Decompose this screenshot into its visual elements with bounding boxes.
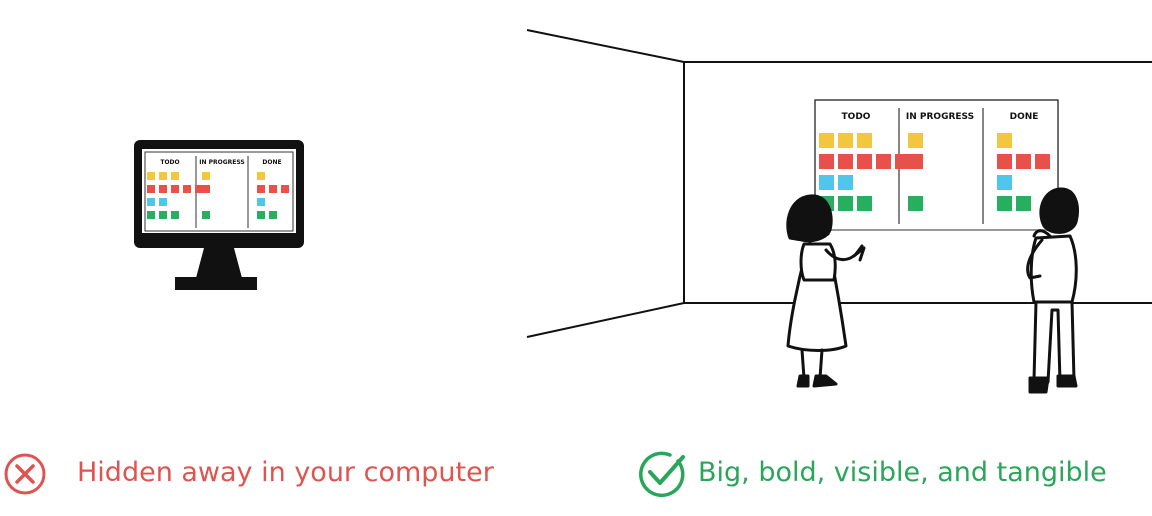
person-left-shoe bbox=[796, 374, 810, 388]
monitor-sticky-note-red bbox=[269, 185, 277, 193]
room bbox=[526, 29, 1152, 338]
monitor-notes bbox=[147, 172, 289, 219]
board-sticky-note-green bbox=[857, 196, 872, 211]
monitor-sticky-note-green bbox=[202, 211, 210, 219]
monitor-col-header-in-progress: IN PROGRESS bbox=[199, 159, 244, 166]
monitor-sticky-note-yellow bbox=[171, 172, 179, 180]
monitor-sticky-note-red bbox=[281, 185, 289, 193]
board-sticky-note-red bbox=[895, 154, 910, 169]
board-sticky-note-blue bbox=[819, 175, 834, 190]
monitor-sticky-note-yellow bbox=[202, 172, 210, 180]
person-right-shoe bbox=[1056, 374, 1078, 388]
person-left-hair bbox=[786, 194, 833, 243]
board-sticky-note-blue bbox=[838, 175, 853, 190]
monitor-sticky-note-green bbox=[159, 211, 167, 219]
person-left-leg bbox=[818, 348, 824, 380]
caption-positive: Big, bold, visible, and tangible bbox=[698, 457, 1107, 488]
board-sticky-note-yellow bbox=[997, 133, 1012, 148]
monitor-sticky-note-green bbox=[147, 211, 155, 219]
person-left-leg bbox=[800, 348, 806, 380]
x-circle-icon bbox=[4, 453, 46, 495]
person-right-legs bbox=[1032, 300, 1076, 384]
person-left-arm-up bbox=[808, 229, 830, 244]
monitor-sticky-note-green bbox=[257, 211, 265, 219]
monitor-board-outline bbox=[144, 151, 294, 232]
board-sticky-note-blue bbox=[997, 175, 1012, 190]
room-floor-edge bbox=[526, 302, 685, 338]
person-left-shoe bbox=[812, 374, 838, 388]
monitor-col-header-todo: TODO bbox=[160, 159, 179, 166]
person-left-hand bbox=[852, 246, 866, 262]
monitor-sticky-note-green bbox=[171, 211, 179, 219]
person-right-arm-raised bbox=[1032, 229, 1052, 238]
board-col-header-todo: TODO bbox=[842, 112, 871, 122]
monitor-col-header-done: DONE bbox=[262, 159, 281, 166]
board-sticky-note-green bbox=[838, 196, 853, 211]
board-sticky-note-red bbox=[819, 154, 834, 169]
board-sticky-note-red bbox=[857, 154, 872, 169]
monitor-sticky-note-blue bbox=[159, 198, 167, 206]
monitor-sticky-note-red bbox=[171, 185, 179, 193]
board-col-header-in-progress: IN PROGRESS bbox=[906, 112, 974, 122]
monitor-sticky-note-red bbox=[195, 185, 203, 193]
monitor-base bbox=[175, 277, 257, 290]
check-circle-icon bbox=[639, 451, 685, 497]
monitor-sticky-note-blue bbox=[147, 198, 155, 206]
monitor-sticky-note-green bbox=[269, 211, 277, 219]
board-sticky-note-yellow bbox=[908, 133, 923, 148]
monitor-sticky-note-yellow bbox=[147, 172, 155, 180]
room-ceiling-edge bbox=[526, 29, 685, 63]
person-right-shoe bbox=[1028, 376, 1050, 394]
board-sticky-note-yellow bbox=[857, 133, 872, 148]
monitor-sticky-note-yellow bbox=[159, 172, 167, 180]
computer-monitor: TODO IN PROGRESS DONE bbox=[134, 140, 304, 290]
board-sticky-note-red bbox=[838, 154, 853, 169]
board-sticky-note-green bbox=[997, 196, 1012, 211]
board-col-header-done: DONE bbox=[1010, 112, 1039, 122]
board-sticky-note-red bbox=[908, 154, 923, 169]
board-sticky-note-yellow bbox=[819, 133, 834, 148]
person-right-head bbox=[1039, 187, 1079, 234]
board-sticky-note-green bbox=[1016, 196, 1031, 211]
board-sticky-note-red bbox=[876, 154, 891, 169]
monitor-sticky-note-red bbox=[202, 185, 210, 193]
board-sticky-note-yellow bbox=[838, 133, 853, 148]
monitor-sticky-note-blue bbox=[257, 198, 265, 206]
person-right bbox=[1026, 187, 1079, 394]
monitor-sticky-note-red bbox=[183, 185, 191, 193]
monitor-sticky-note-red bbox=[147, 185, 155, 193]
board-sticky-note-green bbox=[908, 196, 923, 211]
board-sticky-note-red bbox=[1016, 154, 1031, 169]
monitor-neck bbox=[196, 248, 242, 278]
board-sticky-note-red bbox=[997, 154, 1012, 169]
person-right-arm bbox=[1026, 238, 1044, 280]
person-left bbox=[786, 194, 866, 388]
monitor-sticky-note-red bbox=[159, 185, 167, 193]
physical-board: TODO IN PROGRESS DONE bbox=[814, 99, 1059, 231]
board-sticky-note-red bbox=[1035, 154, 1050, 169]
monitor-sticky-note-yellow bbox=[257, 172, 265, 180]
person-left-torso bbox=[799, 242, 837, 282]
monitor-sticky-note-red bbox=[257, 185, 265, 193]
caption-negative: Hidden away in your computer bbox=[77, 457, 494, 488]
